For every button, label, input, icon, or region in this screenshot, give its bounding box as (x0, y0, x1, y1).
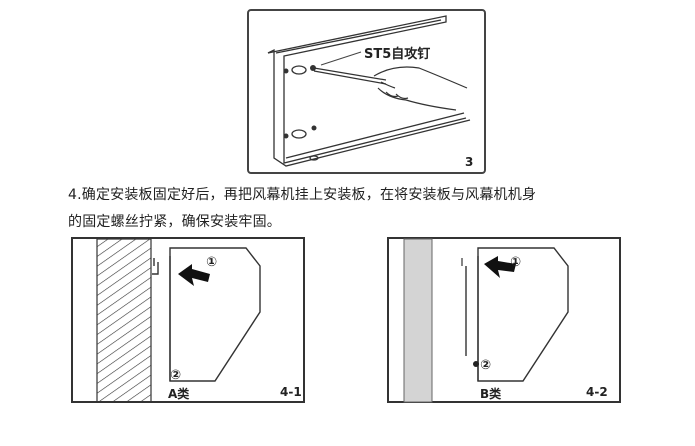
mounting-plate-drawing (267, 15, 471, 167)
marker-2: ② (480, 358, 491, 373)
screw-dots (283, 65, 317, 139)
figure-3-screw-install: ST5自攻钉 3 (247, 9, 486, 174)
figure-number: 3 (465, 155, 473, 169)
wall-hatched (96, 238, 152, 403)
figure-number: 4-1 (280, 385, 302, 399)
screw-callout: ST5自攻钉 (364, 46, 430, 62)
type-label: A类 (168, 386, 190, 401)
figure-4-2-type-b: ① ② B类 4-2 (387, 237, 621, 403)
screw-dot (473, 361, 479, 367)
hand-with-screwdriver-icon (313, 66, 468, 111)
type-label: B类 (480, 386, 502, 401)
figure-4-1-type-a: ① ② A类 4-1 (71, 237, 305, 403)
arrow-icon (178, 264, 210, 286)
figure-number: 4-2 (586, 385, 608, 399)
instruction-line-2: 的固定螺丝拧紧，确保安装牢固。 (68, 214, 281, 230)
marker-1: ① (206, 255, 217, 270)
arrow-icon (484, 256, 516, 278)
wall-gray (403, 238, 433, 403)
instruction-line-1: 4.确定安装板固定好后，再把风幕机挂上安装板，在将安装板与风幕机机身 (68, 187, 537, 203)
marker-1: ① (510, 255, 521, 270)
marker-2: ② (170, 368, 181, 383)
callout-leader (320, 51, 362, 66)
mounting-bracket (152, 262, 159, 275)
